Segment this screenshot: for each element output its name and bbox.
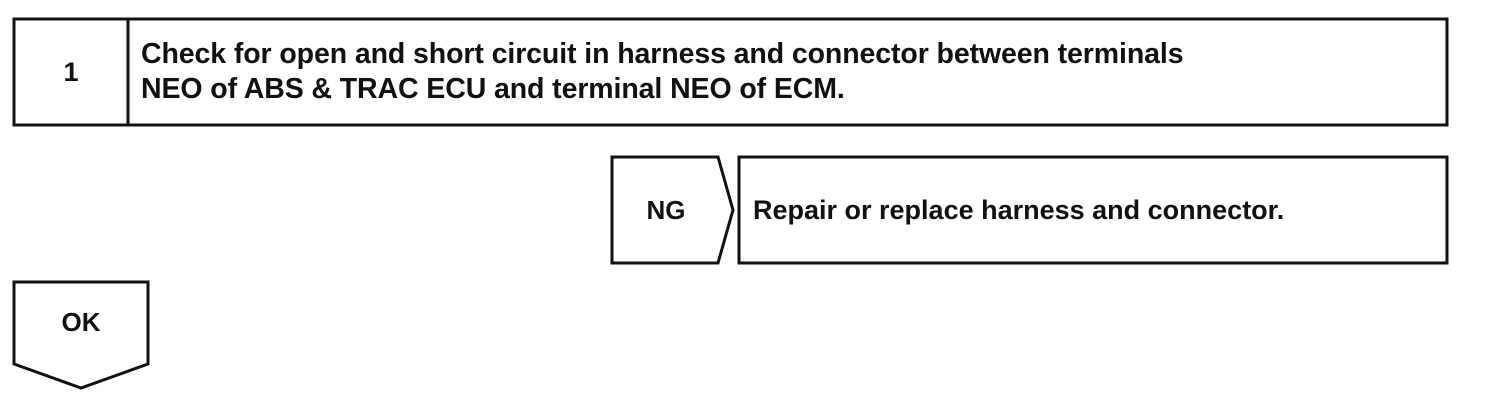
ok-arrow-shape <box>12 280 150 390</box>
ng-label: NG <box>646 194 686 225</box>
step-number: 1 <box>63 56 79 87</box>
ng-action-text: Repair or replace harness and connector. <box>753 194 1285 225</box>
ng-action-box <box>737 155 1449 265</box>
ok-label: OK <box>61 306 101 337</box>
step-description-line-1: Check for open and short circuit in harn… <box>141 38 1184 70</box>
ng-arrow-shape <box>610 155 735 265</box>
step-box <box>12 17 1449 127</box>
step-description-line-2: NEO of ABS & TRAC ECU and terminal NEO o… <box>141 73 845 105</box>
